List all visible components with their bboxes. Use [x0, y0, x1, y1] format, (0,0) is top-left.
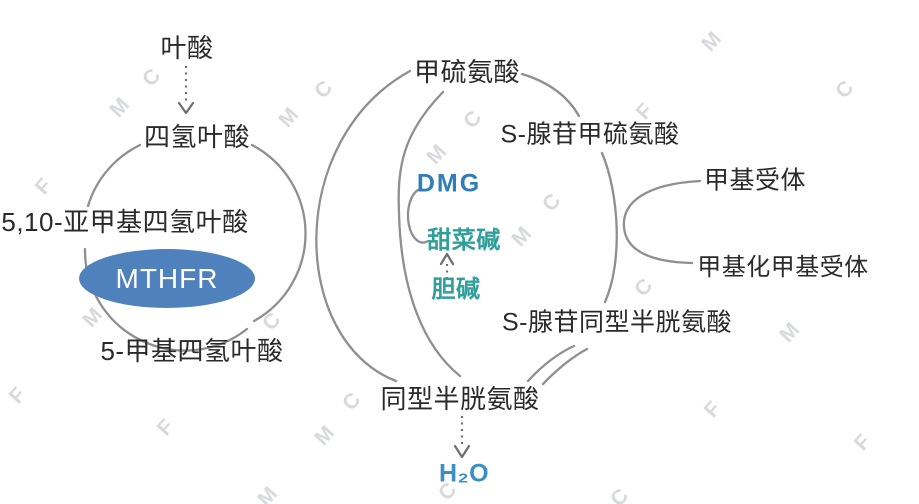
node-methyl-acceptor: 甲基受体	[703, 166, 807, 195]
sam-to-sah-arc	[600, 151, 618, 304]
node-water: H₂O	[438, 459, 490, 488]
mthfr-enzyme-badge: MTHFR	[79, 249, 255, 308]
methionine-to-sam-arc	[520, 72, 581, 118]
homocysteine-sah-arc-1	[526, 344, 576, 383]
methyl-acceptor-bracket-arc	[622, 179, 702, 265]
choline-arrowhead-icon	[439, 252, 455, 266]
node-betaine: 甜菜碱	[427, 227, 501, 254]
node-homocysteine: 同型半胱氨酸	[380, 384, 540, 414]
node-choline: 胆碱	[431, 276, 481, 303]
node-s-adenosylmethionine: S-腺苷甲硫氨酸	[500, 120, 680, 149]
node-folic-acid: 叶酸	[160, 33, 214, 63]
node-5-10-methylene-thf: 5,10-亚甲基四氢叶酸	[1, 207, 249, 237]
water-arrowhead-icon	[453, 444, 471, 459]
node-tetrahydrofolate: 四氢叶酸	[143, 122, 251, 152]
node-5-methyl-thf: 5-甲基四氢叶酸	[100, 336, 284, 366]
node-methylated-methyl-acceptor: 甲基化甲基受体	[697, 254, 869, 281]
methionine-cycle-arc-left	[315, 69, 412, 383]
folate-cycle-arc-top-left	[86, 143, 142, 208]
betaine-pathway-arc	[397, 90, 462, 378]
node-dmg: DMG	[416, 169, 482, 198]
folate-cycle-arc-right	[250, 143, 307, 323]
folic-acid-arrowhead-icon	[177, 101, 195, 115]
node-methionine: 甲硫氨酸	[413, 57, 521, 87]
dmg-betaine-loop-arc	[406, 188, 430, 244]
node-s-adenosylhomocysteine: S-腺苷同型半胱氨酸	[501, 308, 733, 337]
homocysteine-sah-arc-2	[541, 347, 589, 386]
